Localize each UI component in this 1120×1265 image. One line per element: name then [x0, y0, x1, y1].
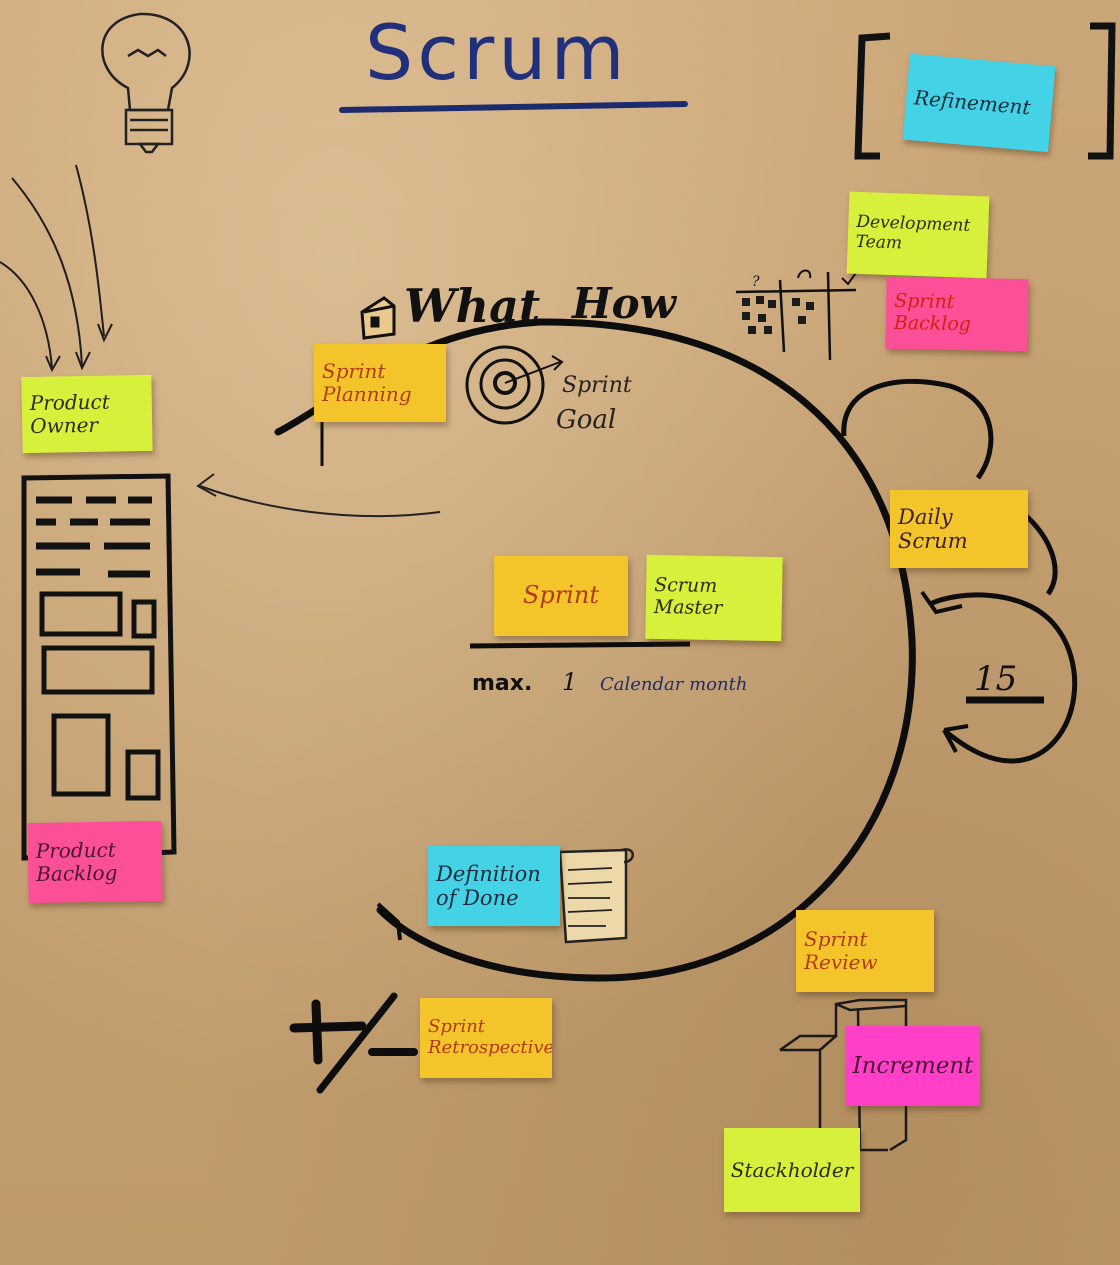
sprint-loop-arrowhead [376, 902, 402, 941]
stakeholder-note: Stackholder [724, 1128, 860, 1212]
backlog-pull-arrowhead [196, 473, 217, 497]
sprint-backlog-note-text: Sprint Backlog [893, 290, 972, 336]
treasure-chest-icon [360, 296, 396, 340]
backlog-pull-arrow [199, 485, 441, 518]
definition-of-done-note: Definition of Done [428, 846, 560, 926]
max-label: max. [472, 671, 532, 696]
product-backlog-note: Product Backlog [27, 820, 163, 904]
sprint-note-text: Sprint [522, 581, 600, 610]
how-label: How [571, 279, 678, 328]
product-backlog-list-icon [21, 473, 177, 861]
sprint-retrospective-note: Sprint Retrospective [420, 998, 552, 1078]
task-board-icon: ? [735, 269, 859, 361]
scrum-master-note: Scrum Master [645, 554, 783, 642]
sprint-cycle-loop [274, 318, 916, 982]
sprint-goal-line1: Sprint [562, 373, 632, 398]
stakeholder-input-arrows [0, 164, 113, 373]
increment-note-text: Increment [852, 1052, 974, 1079]
page-title: Scrum [365, 8, 629, 97]
plus-minus-icon [289, 992, 418, 1094]
sprint-planning-note: Sprint Planning [314, 344, 446, 422]
svg-text:?: ? [752, 274, 760, 290]
sprint-planning-note-text: Sprint Planning [322, 359, 412, 406]
refinement-bracket-right [1088, 22, 1116, 160]
one-label: 1 [562, 668, 577, 696]
product-owner-note: Product Owner [21, 374, 153, 454]
increment-note: Increment [846, 1026, 980, 1106]
refinement-note-text: Refinement [913, 84, 1032, 119]
sprint-goal-line2: Goal [556, 405, 616, 435]
development-team-note-text: Development Team [855, 212, 971, 254]
light-bulb-icon [101, 12, 191, 154]
what-label: What [404, 279, 540, 333]
fifteen-label: 15 [974, 659, 1017, 699]
daily-scrum-loops [841, 378, 1078, 764]
refinement-note: Refinement [902, 53, 1056, 153]
definition-of-done-note-text: Definition of Done [436, 861, 541, 910]
target-icon [465, 345, 564, 425]
product-owner-note-text: Product Owner [29, 389, 110, 438]
daily-scrum-note-text: Daily Scrum [898, 504, 968, 553]
calendar-month-label: Calendar month [600, 674, 747, 695]
sprint-backlog-note: Sprint Backlog [885, 276, 1029, 352]
scroll-icon [549, 846, 634, 944]
sprint-review-note-text: Sprint Review [804, 927, 878, 974]
product-backlog-note-text: Product Backlog [35, 837, 118, 887]
daily-scrum-note: Daily Scrum [890, 490, 1028, 568]
timebox-line [469, 641, 691, 649]
sprint-retrospective-note-text: Sprint Retrospective [428, 1016, 552, 1058]
stakeholder-note-text: Stackholder [730, 1157, 854, 1182]
title-underline [339, 101, 688, 113]
sprint-review-note: Sprint Review [796, 910, 934, 992]
refinement-bracket-left [854, 32, 891, 160]
sprint-note: Sprint [494, 556, 628, 636]
development-team-note: Development Team [846, 191, 990, 279]
scrum-master-note-text: Scrum Master [653, 574, 723, 620]
